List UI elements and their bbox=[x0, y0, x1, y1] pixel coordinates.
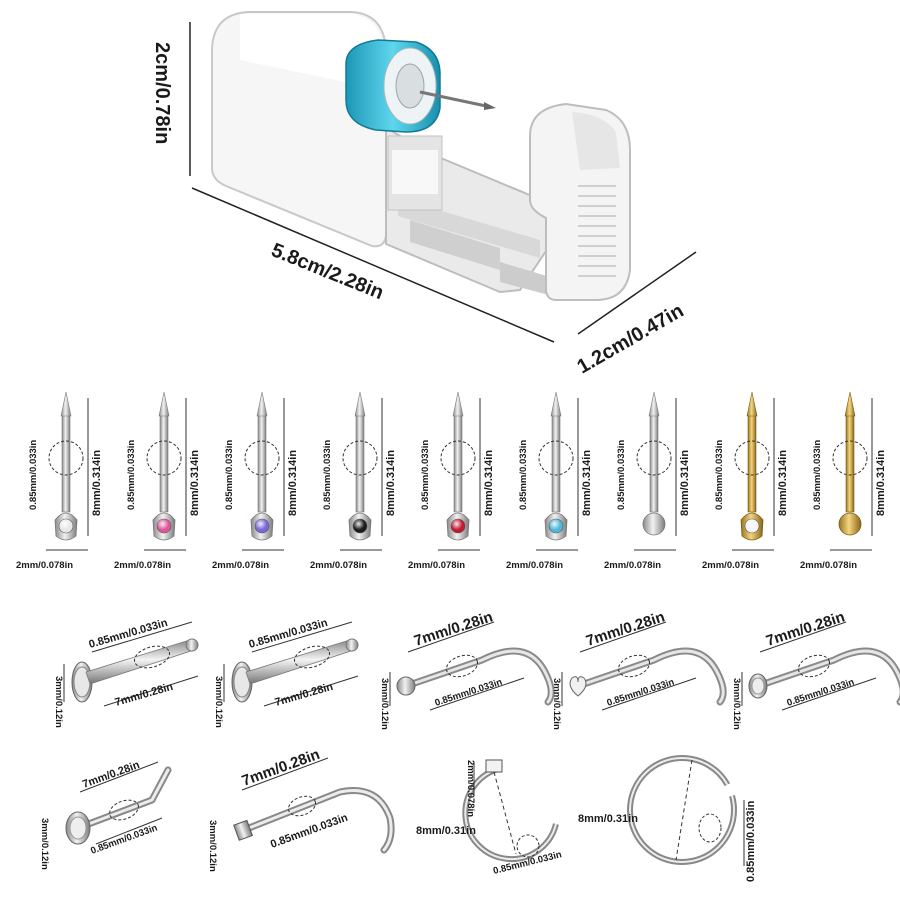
stud-gauge-label: 0.85mm/0.033in bbox=[224, 440, 235, 510]
top-label: 0.85mm/0.033in bbox=[248, 617, 330, 651]
top-label: 2mm/0.078in bbox=[465, 760, 476, 817]
stud-length-label: 8mm/0.314in bbox=[189, 450, 201, 516]
flat-disc bbox=[485, 759, 503, 773]
stud-length-label: 8mm/0.314in bbox=[679, 450, 691, 516]
device-depth-label: 1.2cm/0.47in bbox=[574, 300, 688, 379]
stud-length-label: 8mm/0.314in bbox=[385, 450, 397, 516]
stud-length-label: 8mm/0.314in bbox=[581, 450, 593, 516]
diameter-label: 8mm/0.31in bbox=[578, 813, 638, 825]
row3-item-2-bone: 0.85mm/0.033in 7mm/0.28in 3mm/0.12in bbox=[213, 617, 359, 728]
row3-item-4-screw-heart: 7mm/0.28in 0.85mm/0.033in 3mm/0.12in bbox=[551, 608, 727, 730]
gem bbox=[751, 677, 765, 695]
side-label: 3mm/0.12in bbox=[379, 678, 390, 730]
stud-gauge-label: 0.85mm/0.033in bbox=[420, 440, 431, 510]
nose-stud-row: 0.85mm/0.033in7mm/0.28in3mm/0.12in0.85mm… bbox=[53, 608, 900, 730]
stud-head-label: 2mm/0.078in bbox=[212, 560, 269, 571]
piercing-gun-device: 2cm/0.78in 5.8cm/2.28in 1.2cm/0.47in bbox=[151, 11, 697, 379]
stud-2: 0.85mm/0.033in 8mm/0.314in 2mm/0.078in bbox=[114, 391, 201, 571]
stud-gauge-label: 0.85mm/0.033in bbox=[714, 440, 725, 510]
ball-head bbox=[396, 676, 416, 696]
stud-head-label: 2mm/0.078in bbox=[604, 560, 661, 571]
stud-gauge-label: 0.85mm/0.033in bbox=[28, 440, 39, 510]
stud-9: 0.85mm/0.033in 8mm/0.314in 2mm/0.078in bbox=[800, 391, 887, 571]
stud-gauge-label: 0.85mm/0.033in bbox=[812, 440, 823, 510]
stud-gauge-label: 0.85mm/0.033in bbox=[616, 440, 627, 510]
stud-length-label: 8mm/0.314in bbox=[287, 450, 299, 516]
stud-head-label: 2mm/0.078in bbox=[702, 560, 759, 571]
stud-head-label: 2mm/0.078in bbox=[506, 560, 563, 571]
nose-ring-row: 7mm/0.28in 0.85mm/0.033in 3mm/0.12in 7mm/0.… bbox=[39, 746, 757, 882]
bottom-label: 0.85mm/0.033in bbox=[89, 822, 159, 856]
row3-item-1-bone: 0.85mm/0.033in 7mm/0.28in 3mm/0.12in bbox=[53, 617, 199, 728]
stud-head-label: 2mm/0.078in bbox=[800, 560, 857, 571]
side-label: 3mm/0.12in bbox=[53, 676, 64, 728]
top-label: 7mm/0.28in bbox=[240, 746, 323, 790]
side-label: 3mm/0.12in bbox=[731, 678, 742, 730]
depth-dimension-line bbox=[577, 251, 697, 335]
device-length-label: 5.8cm/2.28in bbox=[268, 239, 387, 304]
side-label: 3mm/0.12in bbox=[551, 678, 562, 730]
stud-length-label: 8mm/0.314in bbox=[875, 450, 887, 516]
ball-head bbox=[642, 512, 666, 536]
stud-length-label: 8mm/0.314in bbox=[91, 450, 103, 516]
top-label: 7mm/0.28in bbox=[584, 608, 667, 649]
row4-item-1-L-shape: 7mm/0.28in 0.85mm/0.033in 3mm/0.12in bbox=[39, 759, 172, 870]
bottom-label: 7mm/0.28in bbox=[274, 681, 335, 709]
stud-head-label: 2mm/0.078in bbox=[408, 560, 465, 571]
stud-length-label: 8mm/0.314in bbox=[483, 450, 495, 516]
stud-1: 0.85mm/0.033in 8mm/0.314in 2mm/0.078in bbox=[16, 391, 103, 571]
stud-8: 0.85mm/0.033in 8mm/0.314in 2mm/0.078in bbox=[702, 391, 789, 571]
stud-head-label: 2mm/0.078in bbox=[114, 560, 171, 571]
device-height-label: 2cm/0.78in bbox=[151, 42, 173, 144]
top-label: 7mm/0.28in bbox=[412, 608, 495, 649]
side-label: 3mm/0.12in bbox=[213, 676, 224, 728]
gem bbox=[69, 816, 87, 840]
bottom-label: 0.85mm/0.033in bbox=[606, 677, 676, 709]
stud-7: 0.85mm/0.033in 8mm/0.314in 2mm/0.078in bbox=[604, 391, 691, 571]
side-label: 0.85mm/0.033in bbox=[745, 800, 757, 882]
stud-3: 0.85mm/0.033in 8mm/0.314in 2mm/0.078in bbox=[212, 391, 299, 571]
bottom-label: 0.85mm/0.033in bbox=[786, 677, 856, 709]
heart-head bbox=[569, 676, 587, 697]
device-handle bbox=[529, 102, 631, 301]
length-dimension-line bbox=[191, 187, 555, 343]
bottom-label: 7mm/0.28in bbox=[114, 681, 175, 709]
stud-head-label: 2mm/0.078in bbox=[310, 560, 367, 571]
stud-6: 0.85mm/0.033in 8mm/0.314in 2mm/0.078in bbox=[506, 391, 593, 571]
stud-gauge-label: 0.85mm/0.033in bbox=[126, 440, 137, 510]
diameter-label: 8mm/0.31in bbox=[416, 825, 476, 837]
stud-head-label: 2mm/0.078in bbox=[16, 560, 73, 571]
stud-gauge-label: 0.85mm/0.033in bbox=[322, 440, 333, 510]
row3-item-5-screw-gem: 7mm/0.28in 0.85mm/0.033in 3mm/0.12in bbox=[731, 608, 900, 730]
bottom-label: 0.85mm/0.033in bbox=[434, 677, 504, 709]
blue-stud-cap bbox=[345, 39, 496, 133]
top-label: 7mm/0.28in bbox=[764, 608, 847, 649]
side-label: 3mm/0.12in bbox=[207, 820, 218, 872]
row3-item-3-screw-ball: 7mm/0.28in 0.85mm/0.033in 3mm/0.12in bbox=[379, 608, 555, 730]
top-label: 0.85mm/0.033in bbox=[88, 617, 170, 651]
ball-head bbox=[838, 512, 862, 536]
stud-5: 0.85mm/0.033in 8mm/0.314in 2mm/0.078in bbox=[408, 391, 495, 571]
top-label: 7mm/0.28in bbox=[81, 759, 142, 791]
row4-item-4-hoop: 8mm/0.31in 0.85mm/0.033in bbox=[578, 755, 757, 882]
side-label: 3mm/0.12in bbox=[39, 818, 50, 870]
stud-length-label: 8mm/0.314in bbox=[777, 450, 789, 516]
stud-4: 0.85mm/0.033in 8mm/0.314in 2mm/0.078in bbox=[310, 391, 397, 571]
stud-gauge-label: 0.85mm/0.033in bbox=[518, 440, 529, 510]
